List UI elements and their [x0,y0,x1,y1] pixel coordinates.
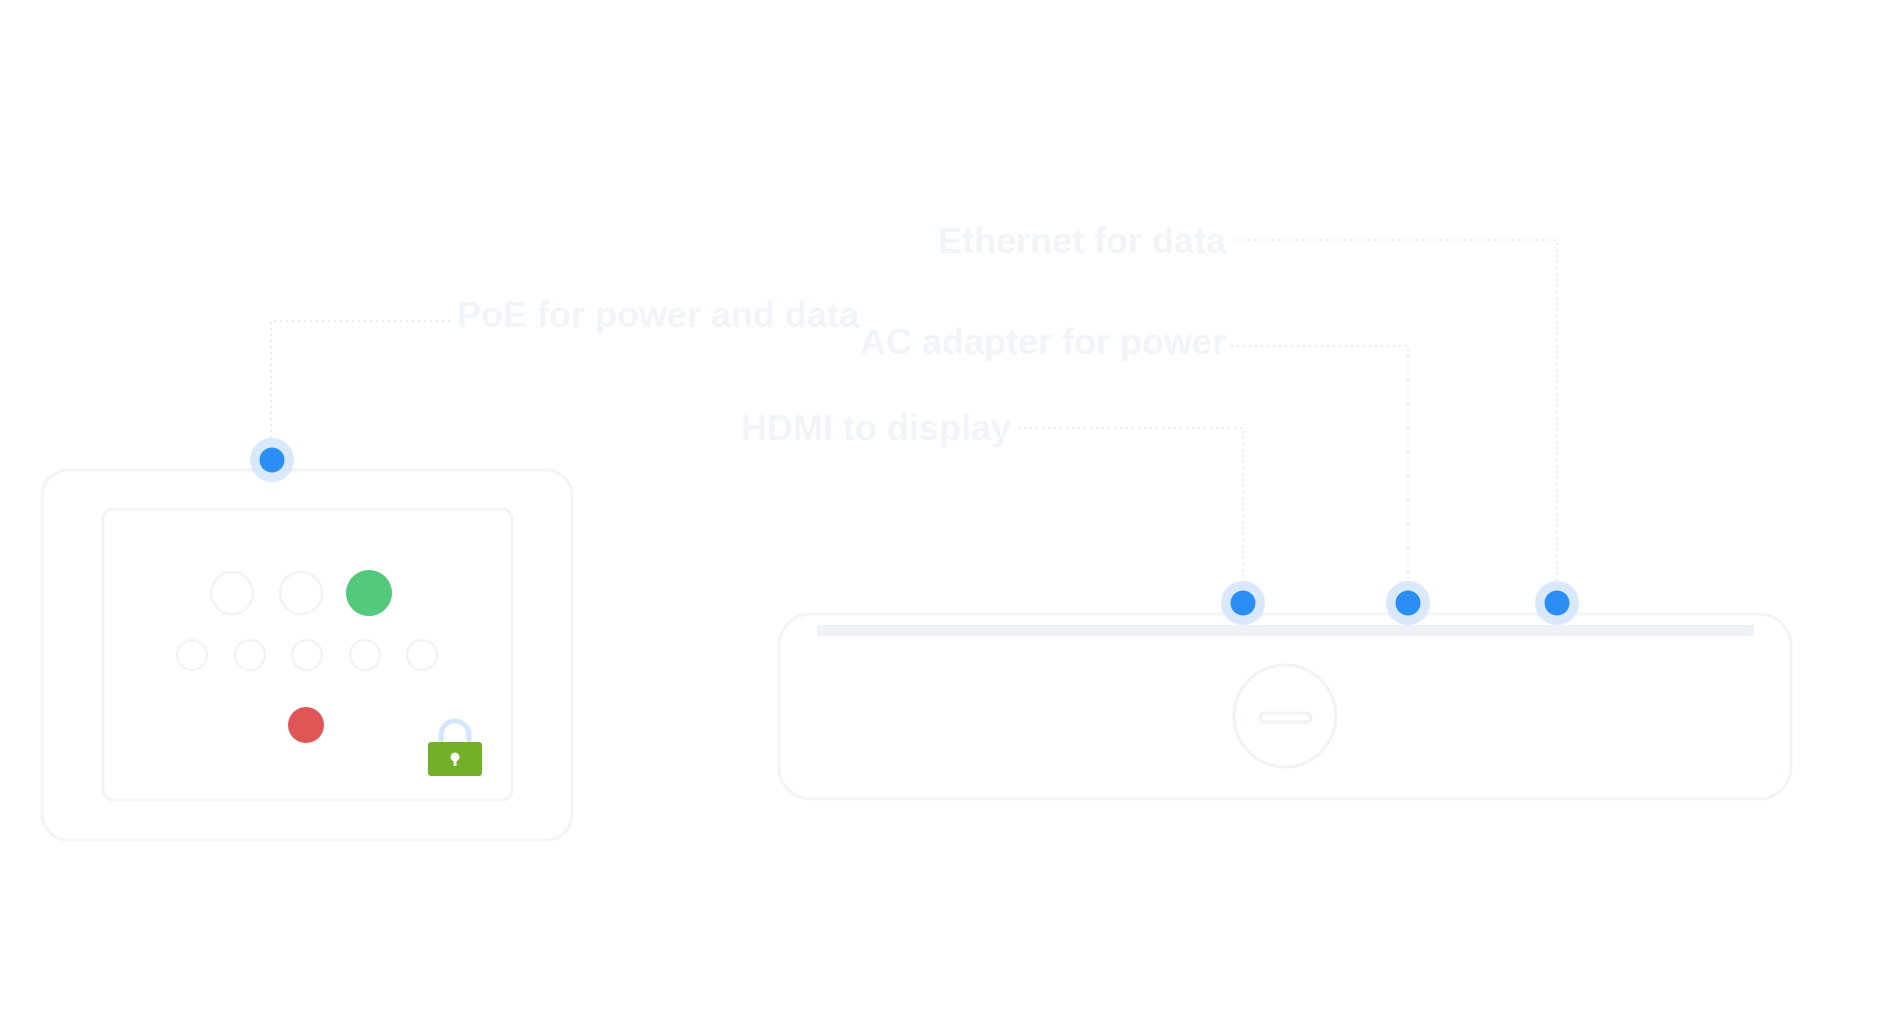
ethernet-label: Ethernet for data [938,220,1227,261]
led-indicator [209,570,255,616]
ethernet-leader-line [1236,239,1558,585]
ac-adapter-port[interactable] [1386,581,1430,625]
poe-label: PoE for power and data [457,294,860,335]
padlock-keyhole [450,752,460,762]
ac-adapter-label: AC adapter for power [860,321,1226,362]
hdmi-port[interactable] [1221,581,1265,625]
port-dot [259,447,285,473]
hub-device-top-strip [817,625,1754,636]
poe-port[interactable] [250,438,294,482]
hub-device-body [777,612,1793,801]
port-dot [1544,590,1570,616]
padlock-icon [428,718,482,776]
padlock-shackle [438,718,472,744]
hdmi-label: HDMI to display [741,407,1011,448]
power-button-ring [1232,663,1338,769]
power-button-icon[interactable] [1232,663,1338,769]
port-dot [1395,590,1421,616]
led-indicator [233,638,267,672]
led-indicator [278,570,324,616]
port-dot [1230,590,1256,616]
hdmi-leader-line [1018,427,1244,585]
led-indicator [290,638,324,672]
poe-device [40,468,574,842]
poe-device-screen [101,507,514,802]
status-led-red [288,707,324,743]
ethernet-port[interactable] [1535,581,1579,625]
status-led-green [346,570,392,616]
hub-device [777,612,1793,801]
power-button-slot [1258,711,1313,724]
padlock-keyhole-slot [453,758,457,766]
poe-leader-line [270,320,450,444]
ac-adapter-leader-line [1231,345,1409,585]
led-indicator [405,638,439,672]
led-indicator [175,638,209,672]
led-indicator [348,638,382,672]
